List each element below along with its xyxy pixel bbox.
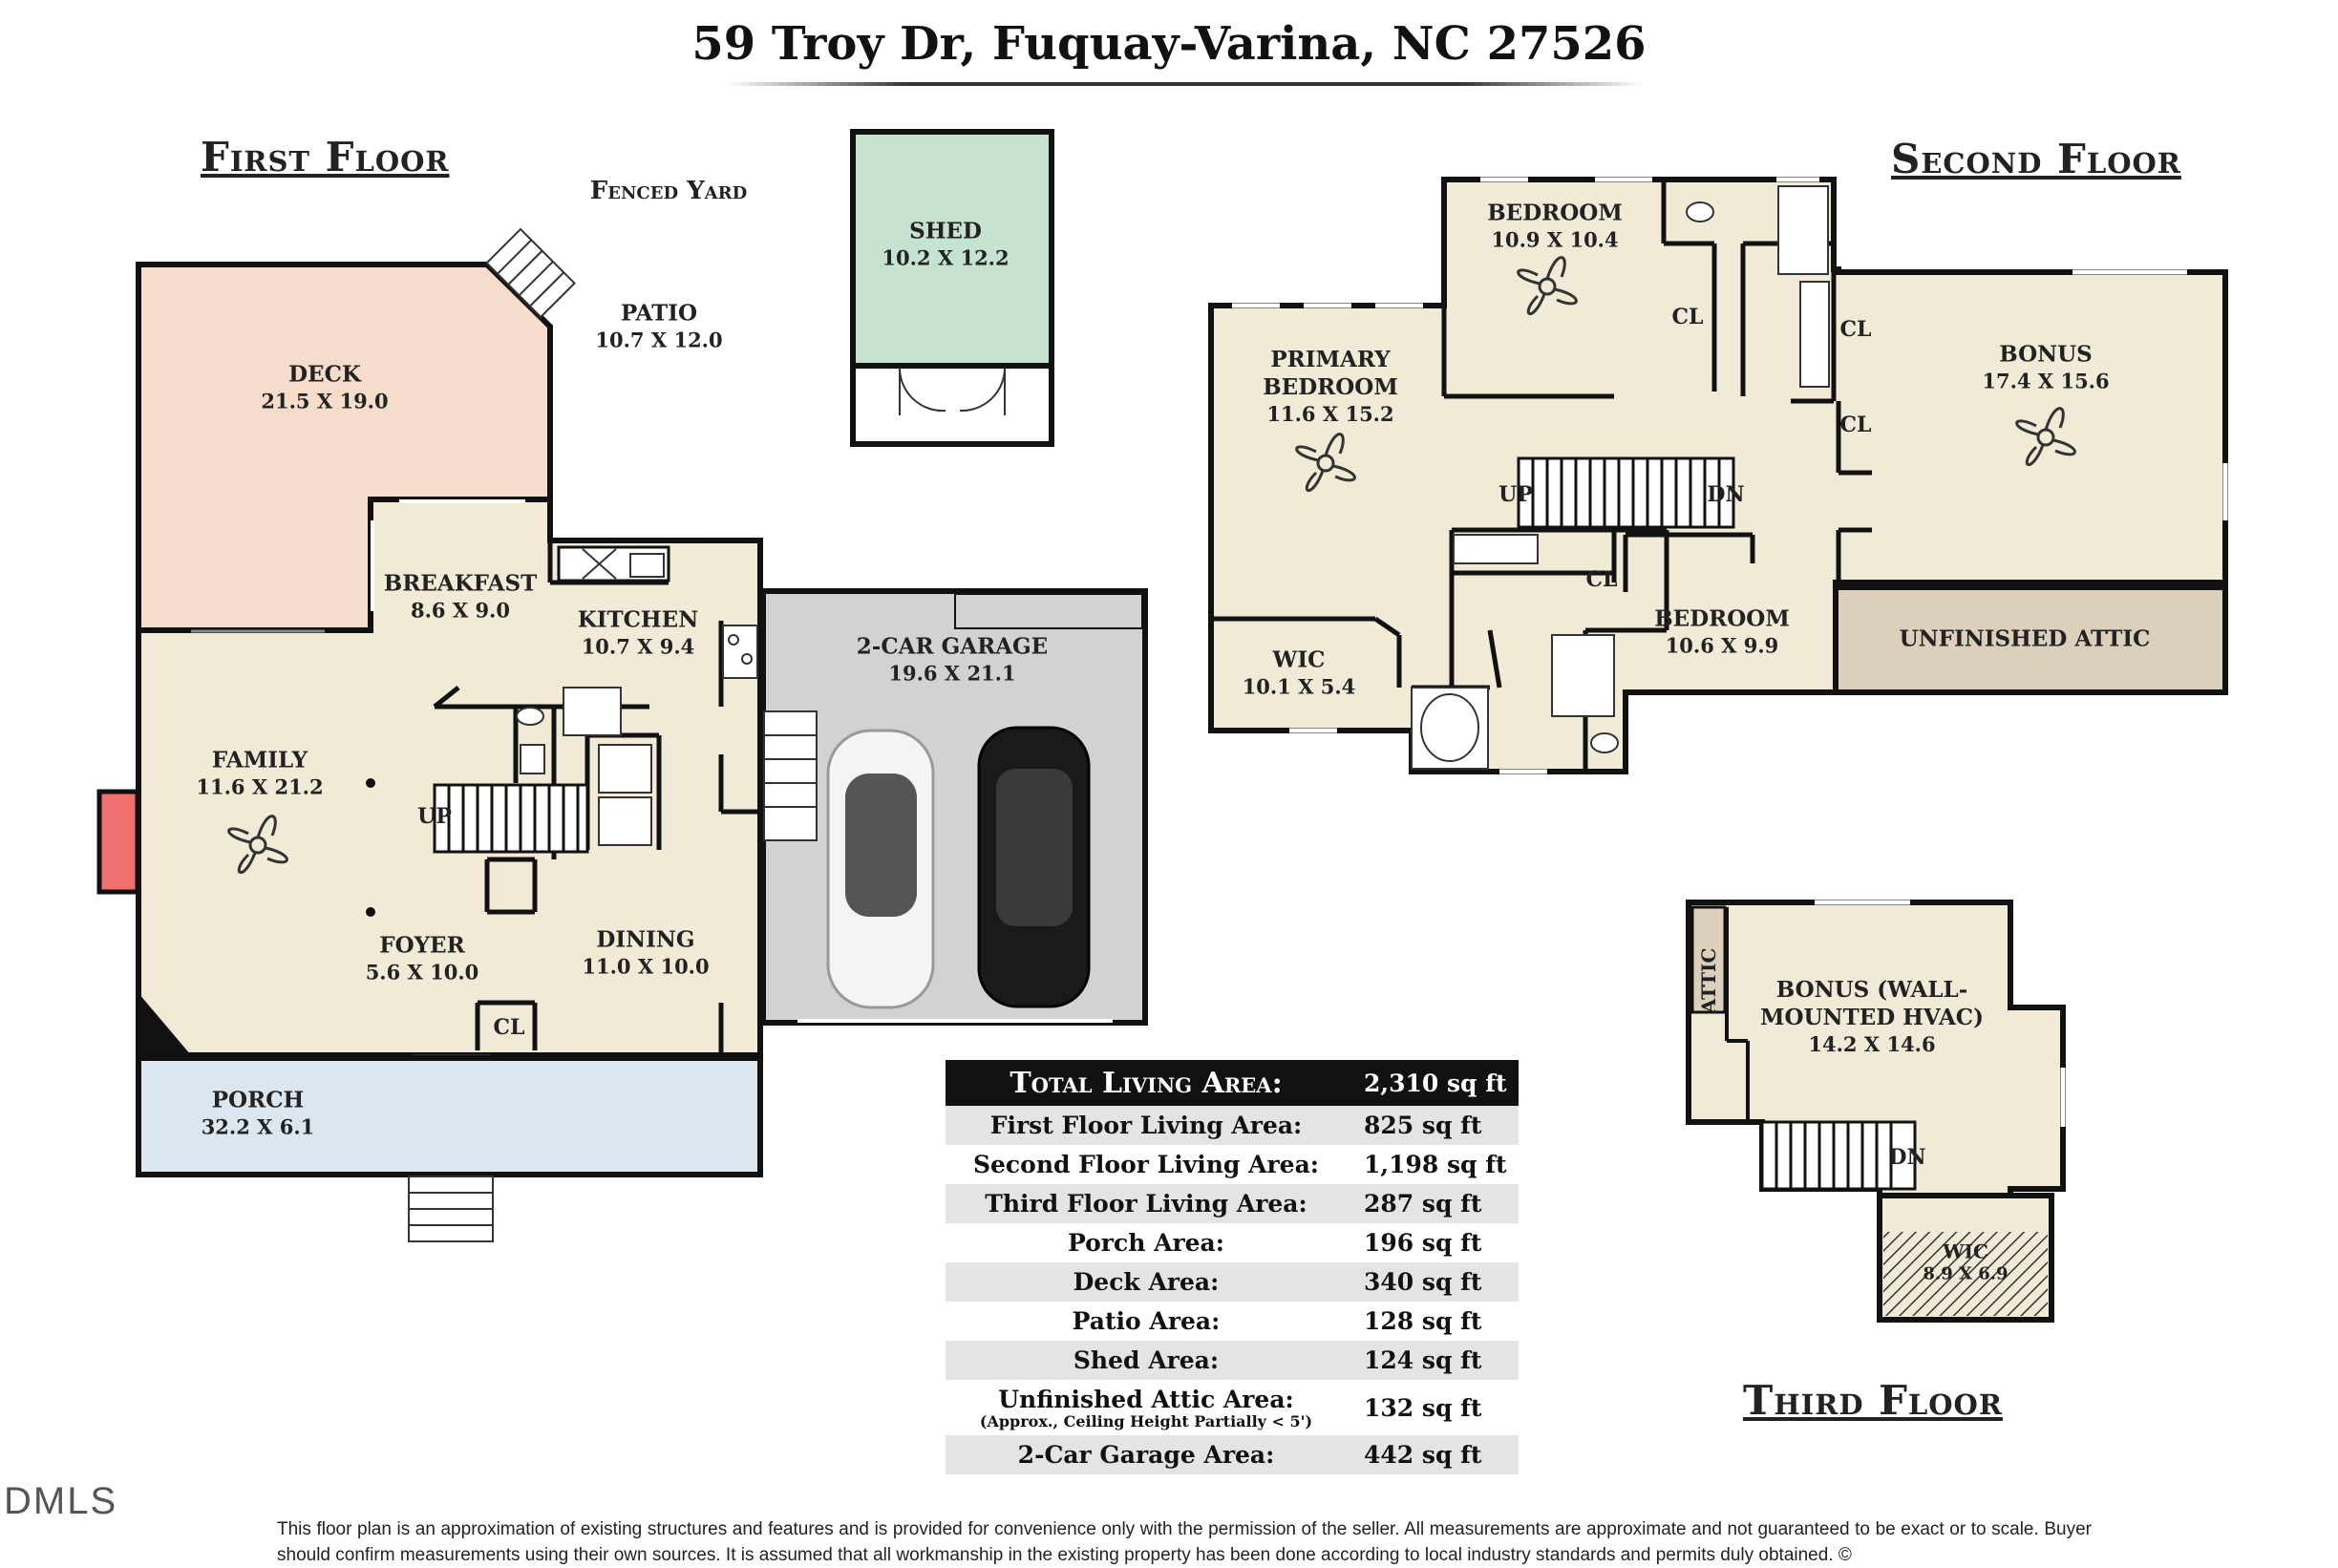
area-row: Unfinished Attic Area: (Approx., Ceiling… [946, 1380, 1519, 1435]
area-value: 2,310 sq ft [1347, 1060, 1519, 1106]
title-underline [726, 82, 1643, 86]
mls-logo: DMLS [4, 1480, 118, 1522]
fireplace [96, 789, 140, 895]
porch-steps [408, 1176, 494, 1242]
closet-label-foyer: CL [493, 1015, 525, 1040]
closet-label-bedroom: CL [1671, 305, 1704, 329]
area-value: 442 sq ft [1347, 1435, 1519, 1474]
area-value: 132 sq ft [1364, 1393, 1482, 1422]
area-row: Third Floor Living Area:287 sq ft [946, 1184, 1519, 1223]
disclaimer-text: This floor plan is an approximation of e… [277, 1519, 2092, 1565]
area-label: Total Living Area: [946, 1060, 1347, 1106]
porch-area [136, 1055, 763, 1177]
area-label: Unfinished Attic Area: [998, 1385, 1294, 1413]
area-label: Deck Area: [946, 1262, 1347, 1302]
area-summary-table: Total Living Area: 2,310 sq ft First Flo… [946, 1060, 1519, 1474]
stairs-down-label-second: DN [1707, 482, 1745, 507]
area-label: Third Floor Living Area: [946, 1184, 1347, 1223]
area-row: Deck Area:340 sq ft [946, 1262, 1519, 1302]
ceiling-fan-bedroom [1517, 256, 1578, 316]
area-label: Patio Area: [1072, 1307, 1221, 1335]
first-floor-heading: First Floor [201, 134, 450, 180]
area-label: 2-Car Garage Area: [946, 1435, 1347, 1474]
area-note: (Approx., Ceiling Height Partially < 5') [979, 1411, 1313, 1430]
area-label: First Floor Living Area: [946, 1106, 1347, 1145]
unfinished-attic-area [1833, 584, 2228, 695]
area-label: Porch Area: [1068, 1229, 1224, 1257]
closet-label-bedroom-3: CL [1585, 567, 1618, 592]
property-address: 59 Troy Dr, Fuquay-Varina, NC 27526 [691, 17, 1647, 71]
area-row: 2-Car Garage Area:442 sq ft [946, 1435, 1519, 1474]
garage-steps [763, 710, 818, 841]
patio-steps [485, 227, 576, 319]
area-row: First Floor Living Area:825 sq ft [946, 1106, 1519, 1145]
area-value: 825 sq ft [1347, 1106, 1519, 1145]
area-value: 124 sq ft [1347, 1341, 1519, 1380]
car-black [977, 726, 1091, 1008]
room-unfinished-attic: UNFINISHED ATTIC [1899, 625, 2151, 652]
area-label-group: Unfinished Attic Area: (Approx., Ceiling… [946, 1380, 1347, 1435]
attic-label-third: ATTIC [1697, 947, 1720, 1014]
ceiling-fan-family [227, 815, 288, 875]
area-row: Second Floor Living Area: 1,198 sq ft [946, 1145, 1519, 1184]
area-value: 1,198 sq ft [1364, 1151, 1507, 1178]
area-label: Shed Area: [946, 1341, 1347, 1380]
stairs-up-label-first: UP [417, 804, 452, 829]
ceiling-fan-primary [1295, 433, 1356, 493]
total-living-row: Total Living Area: 2,310 sq ft [946, 1060, 1519, 1106]
second-floor-heading: Second Floor [1891, 136, 2181, 182]
area-row: Patio Area: 128 sq ft [946, 1302, 1519, 1341]
area-row: Porch Area: 196 sq ft [946, 1223, 1519, 1262]
closet-label-bonus-2: CL [1839, 413, 1872, 437]
area-row: Shed Area:124 sq ft [946, 1341, 1519, 1380]
stairs-up-label-second: UP [1498, 482, 1533, 507]
closet-label-bonus-1: CL [1839, 317, 1872, 342]
third-floor-heading: Third Floor [1743, 1377, 2003, 1424]
area-value: 287 sq ft [1347, 1184, 1519, 1223]
first-floor-stairs [433, 783, 589, 854]
stairs-down-label-third: DN [1888, 1145, 1926, 1170]
second-floor-stairs [1517, 456, 1735, 529]
car-white [826, 729, 935, 1009]
area-value: 340 sq ft [1347, 1262, 1519, 1302]
room-bonus-third: BONUS (WALL-MOUNTED HVAC)14.2 X 14.6 [1760, 977, 1984, 1056]
ceiling-fan-bonus [2015, 407, 2076, 467]
fenced-yard-label: Fenced Yard [589, 177, 748, 205]
third-floor-stairs [1760, 1120, 1917, 1191]
area-value: 196 sq ft [1364, 1229, 1482, 1257]
area-value: 128 sq ft [1364, 1307, 1482, 1335]
area-label: Second Floor Living Area: [972, 1151, 1320, 1178]
